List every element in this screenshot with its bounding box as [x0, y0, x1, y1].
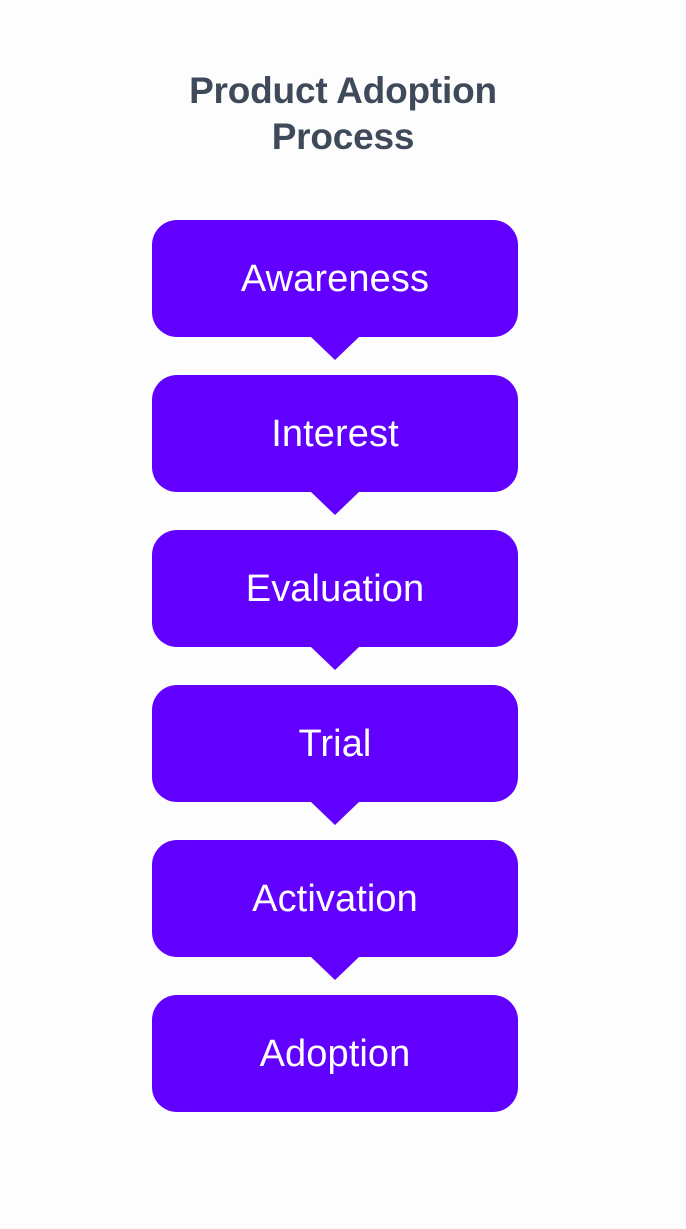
- step-label: Trial: [298, 722, 372, 765]
- process-step-trial[interactable]: Trial: [152, 685, 518, 825]
- process-step-adoption[interactable]: Adoption: [152, 995, 518, 1112]
- step-box[interactable]: Activation: [152, 840, 518, 957]
- process-flow-list: Awareness Interest Evaluation Trial Acti: [152, 220, 518, 1112]
- down-arrow-connector-icon: [311, 647, 359, 670]
- step-box[interactable]: Trial: [152, 685, 518, 802]
- process-step-activation[interactable]: Activation: [152, 840, 518, 980]
- down-arrow-connector-icon: [311, 957, 359, 980]
- step-box[interactable]: Adoption: [152, 995, 518, 1112]
- process-step-awareness[interactable]: Awareness: [152, 220, 518, 360]
- down-arrow-connector-icon: [311, 492, 359, 515]
- process-step-interest[interactable]: Interest: [152, 375, 518, 515]
- step-label: Activation: [252, 877, 418, 920]
- process-step-evaluation[interactable]: Evaluation: [152, 530, 518, 670]
- step-label: Adoption: [259, 1032, 411, 1075]
- page-title: Product Adoption Process: [189, 70, 497, 157]
- step-box[interactable]: Interest: [152, 375, 518, 492]
- step-box[interactable]: Awareness: [152, 220, 518, 337]
- step-box[interactable]: Evaluation: [152, 530, 518, 647]
- step-label: Interest: [271, 412, 399, 455]
- down-arrow-connector-icon: [311, 337, 359, 360]
- step-label: Evaluation: [245, 567, 425, 610]
- step-label: Awareness: [240, 257, 430, 300]
- down-arrow-connector-icon: [311, 802, 359, 825]
